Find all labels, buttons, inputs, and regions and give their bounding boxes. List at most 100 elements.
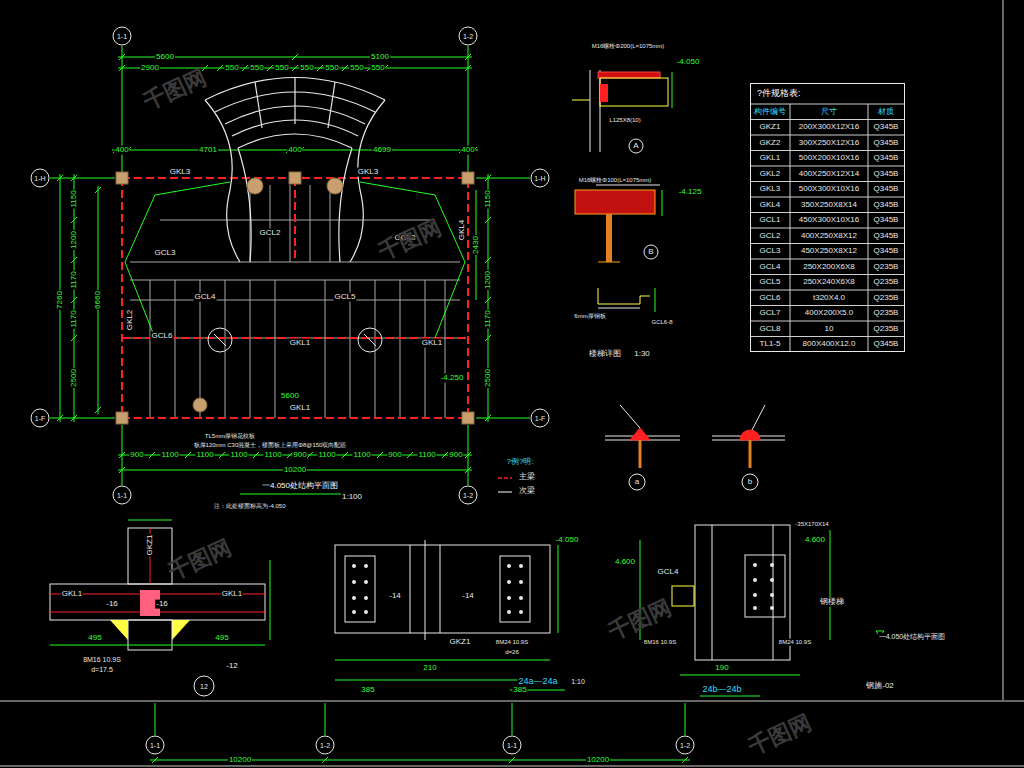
section-24a-drawing (335, 545, 550, 633)
dimension-text: 7260 (56, 290, 65, 310)
secondary-beam (290, 185, 291, 262)
legend-sample (498, 478, 512, 492)
secondary-beam (130, 262, 460, 263)
steel-column (247, 178, 263, 194)
table-cell: 450X300X10X16 (798, 216, 861, 225)
table-cell: GCL6 (759, 293, 782, 302)
axis-line (476, 178, 530, 179)
dimension-text: 1200 (484, 270, 493, 290)
table-cell: Q235B (873, 278, 900, 287)
secondary-beam (425, 280, 426, 418)
weld-detail (752, 405, 765, 430)
table-cell: 尺寸 (820, 107, 838, 116)
watermark: 千图网 (744, 710, 816, 761)
section-24b-drawing (753, 563, 774, 610)
dimension-text: 900 (129, 451, 144, 460)
bubble-label: a (635, 478, 639, 486)
dimension-text: 2430 (472, 235, 481, 255)
dimension-text: 1150 (70, 189, 79, 208)
dimension-text: 4699 (372, 146, 392, 155)
annotation-text: GKL4 (458, 219, 467, 241)
table-cell: Q345B (873, 216, 900, 225)
annotation-text: 1:30 (633, 350, 651, 359)
annotation-text: 8M24 10.9S (778, 639, 812, 646)
stair-symbol (208, 328, 232, 352)
detail-a-drawing (598, 288, 650, 304)
detail-callout: A (628, 138, 644, 154)
annotation-text: GKL1 (289, 339, 311, 348)
section-24a-drawing (519, 564, 523, 568)
table-cell: 450X250X8X12 (800, 247, 858, 256)
annotation-text: GCL4 (194, 293, 217, 302)
annotation-text: GKL1 (61, 590, 83, 599)
table-cell: 200X300X12X16 (798, 123, 861, 132)
steel-column (193, 398, 207, 412)
bubble-outline (629, 474, 645, 490)
boundary-line (125, 262, 155, 338)
weld-detail (630, 428, 650, 440)
steel-column (462, 412, 474, 424)
axis-bubble: 1-1 (112, 26, 132, 46)
bubble-outline (31, 169, 49, 187)
dimension-text: 900 (448, 451, 463, 460)
canopy-arc (255, 82, 262, 128)
joint-12-drawing (270, 560, 271, 640)
section-24a-drawing (352, 580, 356, 584)
annotation-text: TL5mm厚钢花纹板 (204, 433, 256, 440)
section-24a-drawing (507, 596, 511, 600)
dimension-text: 1100 (229, 451, 248, 460)
canopy-arc (205, 100, 240, 262)
canopy-arc (238, 148, 251, 262)
table-grid (750, 197, 905, 198)
table-cell: Q345B (873, 340, 900, 349)
dimension-text: 1100 (352, 451, 371, 460)
annotation-text: 8M16 10.9S (82, 656, 122, 664)
bubble-label: b (748, 478, 752, 486)
annotation-text: 楼梯详图 (588, 350, 622, 359)
section-24a-drawing (364, 564, 368, 568)
secondary-beam (330, 190, 331, 262)
annotation-text: GKL1 (289, 404, 311, 413)
dimension-text: 5600 (155, 53, 175, 62)
table-grid (750, 305, 905, 306)
secondary-beam (130, 300, 460, 301)
table-cell: Q235B (873, 309, 900, 318)
main-beam (294, 178, 296, 262)
table-grid (790, 104, 791, 352)
joint-12-drawing (128, 528, 172, 584)
canopy-arc (350, 100, 385, 262)
canopy-arc (339, 148, 352, 262)
axis-bubble: 1-F (530, 408, 550, 428)
dimension-text: 550 (249, 64, 264, 73)
table-grid (750, 181, 905, 182)
detail-a-drawing (672, 72, 673, 108)
main-beam (122, 178, 468, 418)
dimension-text: 400 (460, 146, 475, 155)
annotation-text: 24a—24a (517, 677, 558, 687)
section-24a-drawing (519, 580, 523, 584)
bubble-outline (146, 736, 164, 754)
section-24a-drawing (519, 610, 523, 614)
section-24b-drawing (753, 593, 757, 597)
detail-a-drawing (600, 78, 668, 106)
sheet-frame (1003, 0, 1004, 700)
detail-callout: b (741, 473, 759, 491)
table-cell: GKL3 (759, 185, 781, 194)
section-24a-drawing (335, 540, 565, 690)
bubble-label: 1-2 (463, 492, 473, 499)
dimension-text: 1100 (417, 451, 436, 460)
bubble-outline (31, 409, 49, 427)
table-cell: GCL2 (759, 231, 782, 240)
stair-symbol (364, 334, 376, 346)
dimension-text: 550 (299, 64, 314, 73)
dimension-text: 550 (224, 64, 239, 73)
axis-bubble: 1-1 (112, 485, 132, 505)
table-cell: Q345B (873, 200, 900, 209)
bubble-outline (113, 486, 131, 504)
section-24b-drawing (770, 578, 774, 582)
steel-column (289, 172, 301, 184)
section-24b-drawing (753, 578, 757, 582)
bubble-outline (742, 474, 758, 490)
table-grid (750, 135, 905, 136)
detail-a-drawing (662, 190, 663, 216)
